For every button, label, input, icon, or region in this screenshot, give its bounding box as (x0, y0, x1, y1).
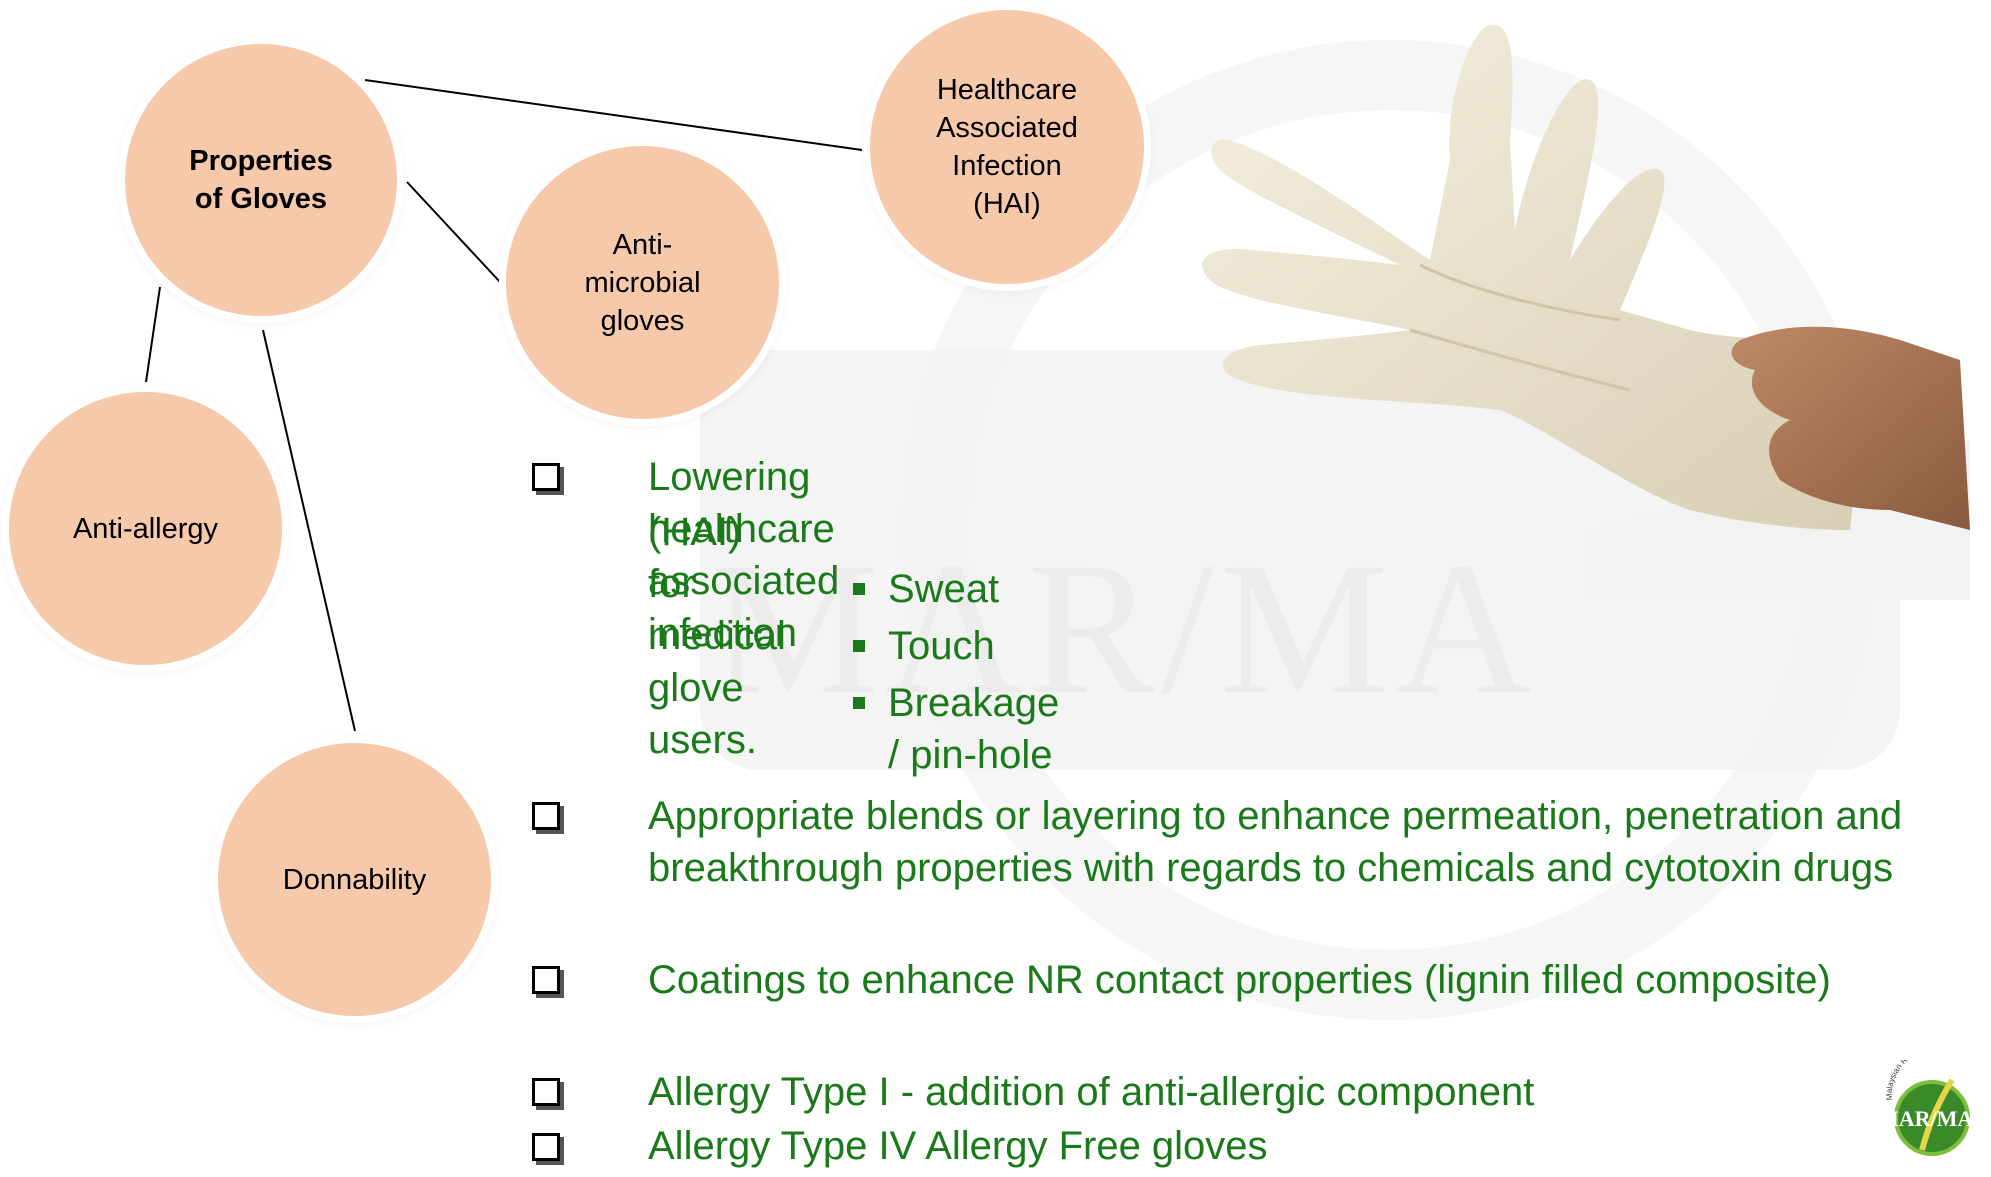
bullet-text: breakthrough properties with regards to … (648, 846, 1894, 890)
node-label-line: Healthcare (936, 74, 1078, 106)
bullet-text: Allergy Type I - addition of anti-allerg… (648, 1070, 1535, 1114)
bullet-text: Lowering healthcare associated infection (648, 455, 840, 655)
marma-logo: MAR/MA Malaysian Rubber Glove (1870, 1044, 1991, 1172)
svg-text:MAR/MA: MAR/MA (1878, 1106, 1973, 1131)
bullet-text: Coatings to enhance NR contact propertie… (648, 958, 1831, 1002)
checkbox-bullet-icon (532, 802, 560, 830)
sub-bullet-text: Sweat (888, 567, 1000, 611)
bullet-text: Allergy Type IV Allergy Free gloves (648, 1124, 1268, 1168)
node-label-line: Associated (936, 112, 1078, 144)
node-label-line: Anti- (612, 228, 673, 261)
node-label-line: of Gloves (194, 183, 328, 215)
checkbox-bullet-icon (532, 1078, 560, 1106)
bullet-text: Appropriate blends or layering to enhanc… (648, 794, 1903, 838)
anti-allergy-node: Anti-allergy (9, 392, 282, 665)
node-label-line: Infection (952, 150, 1062, 182)
checkbox-bullet-icon (532, 463, 560, 491)
sub-bullet-text: Touch (888, 624, 995, 668)
square-bullet-icon (853, 640, 865, 652)
donnability-node: Donnability (218, 743, 491, 1016)
properties-of-gloves-node: Properties of Gloves (125, 44, 397, 316)
checkbox-bullet-icon (532, 966, 560, 994)
bullet-text: (HAI) for medical glove users. (648, 510, 786, 762)
node-label: Donnability (282, 863, 427, 896)
node-label-line: microbial (584, 266, 701, 299)
checkbox-bullet-icon (532, 1133, 560, 1161)
node-label-line: (HAI) (973, 188, 1041, 220)
watermark-text: MAR/MA (710, 524, 1538, 734)
glove-image (1170, 10, 1970, 600)
antimicrobial-node: Anti- microbial gloves (506, 146, 779, 419)
node-label-line: gloves (600, 304, 685, 337)
square-bullet-icon (853, 697, 865, 709)
node-label-line: Properties (189, 145, 333, 177)
square-bullet-icon (853, 583, 865, 595)
hai-node: Healthcare Associated Infection (HAI) (870, 10, 1144, 284)
sub-bullet-text: Breakage / pin-hole (888, 681, 1060, 777)
node-label: Anti-allergy (72, 512, 219, 545)
